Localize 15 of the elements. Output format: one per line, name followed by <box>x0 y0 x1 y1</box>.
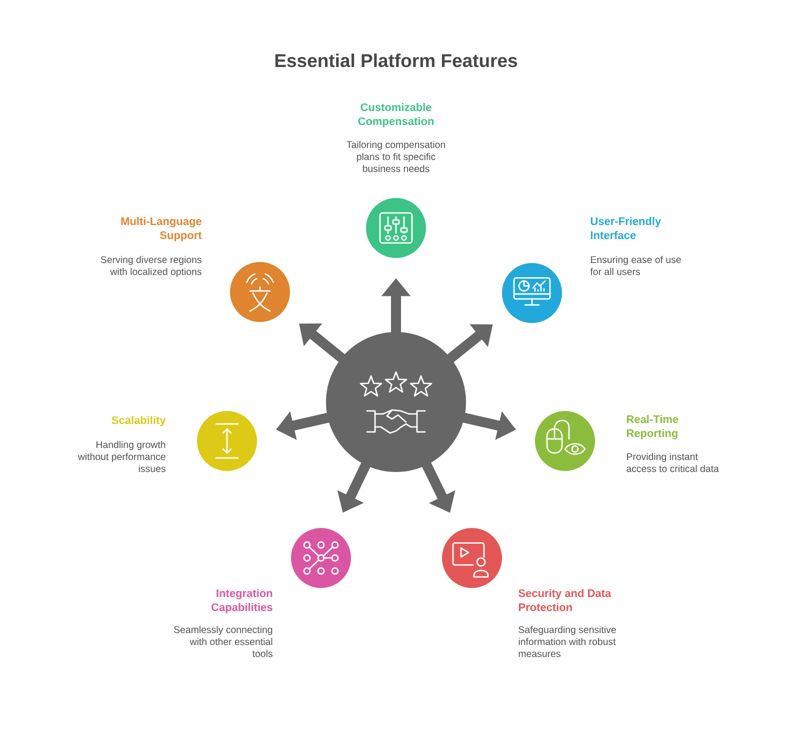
feature-description: Ensuring ease of use for all users <box>590 256 681 276</box>
feature-heading: Real-Time Reporting <box>626 415 678 440</box>
feature-description: Safeguarding sensitive information with robust measures <box>518 626 616 658</box>
feature-heading: Integration Capabilities <box>212 589 272 614</box>
feature-description: Providing instant access to critical data <box>626 452 719 472</box>
feature-description: Tailoring compensation plans to fit specific business needs <box>346 140 445 172</box>
title: Essential Platform Features <box>275 54 518 68</box>
feature-description: Handling growth without performance issues <box>78 440 166 472</box>
feature-heading: Scalability <box>112 416 166 426</box>
feature-description: Seamlessly connecting with other essential tools <box>174 626 272 658</box>
feature-heading: Multi-Language Support <box>121 217 202 242</box>
feature-heading: Customizable Compensation <box>358 103 434 128</box>
feature-heading: User-Friendly Interface <box>590 217 662 240</box>
feature-heading: Security and Data Protection <box>518 589 612 612</box>
feature-description: Serving diverse regions with localized options <box>100 256 202 277</box>
